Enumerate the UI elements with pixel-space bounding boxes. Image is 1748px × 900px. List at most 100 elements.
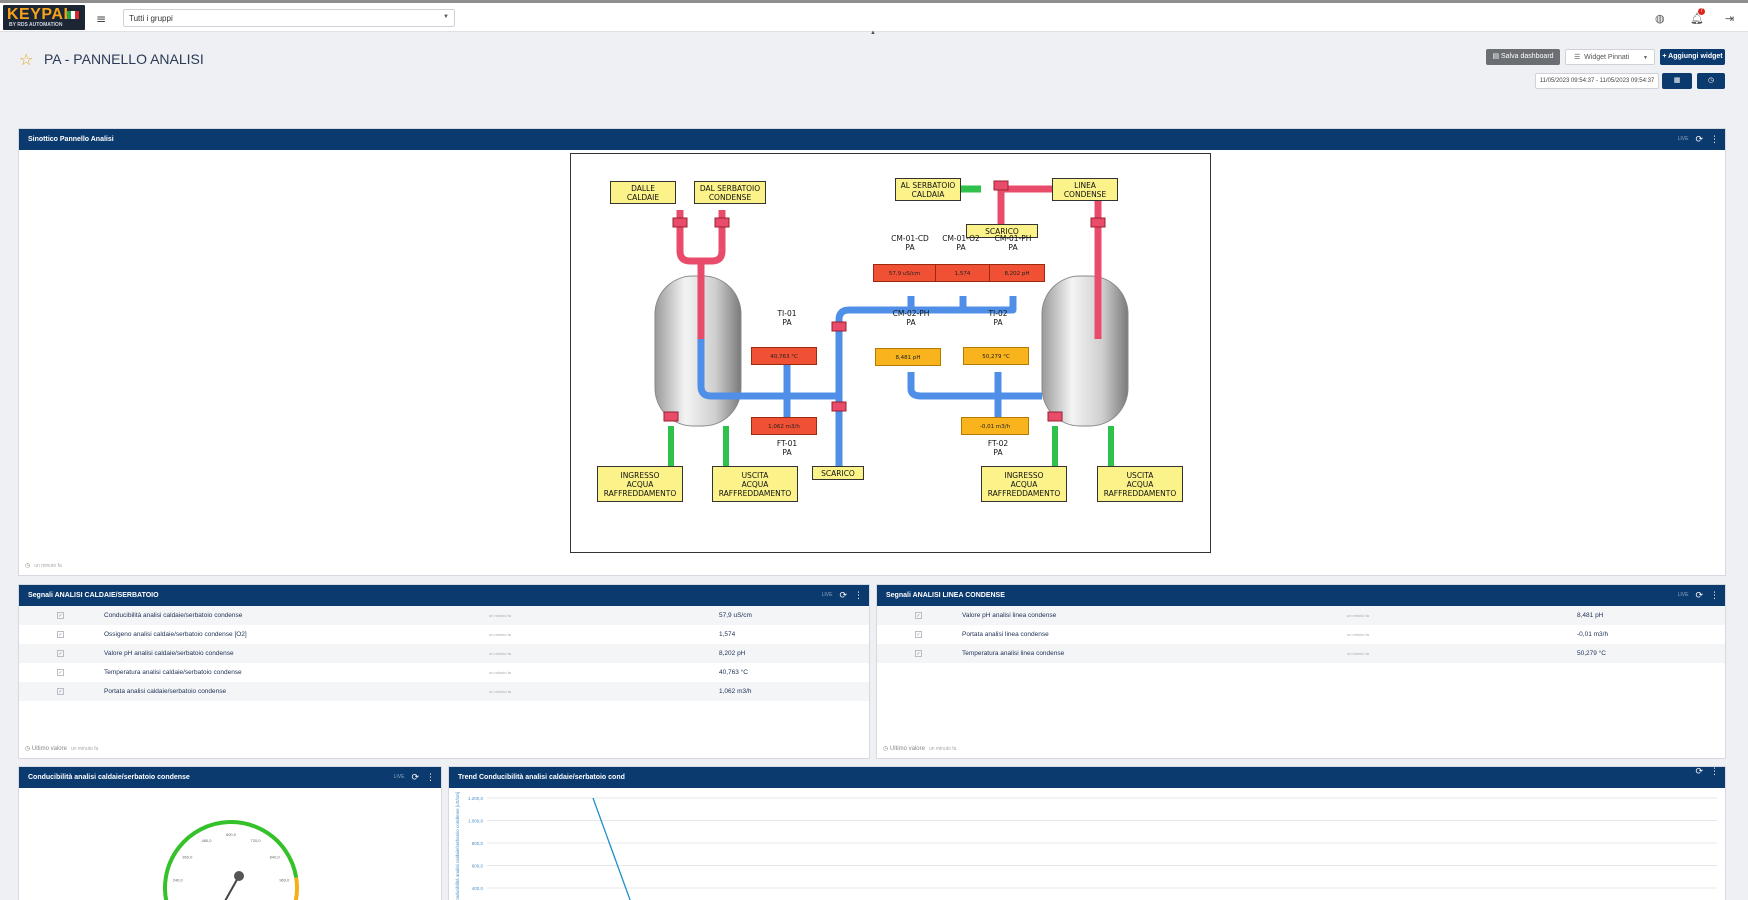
table-row[interactable]: ✓Temperatura analisi caldaie/serbatoio c… <box>19 663 869 682</box>
signal-name: Valore pH analisi linea condense <box>962 612 1057 619</box>
synoptic-panel-header: Sinottico Pannello Analisi LIVE ⟳ ⋮ <box>19 129 1725 150</box>
calendar-icon: ▦ <box>1673 77 1681 84</box>
trend-header: Trend Conducibilità analisi caldaie/serb… <box>449 767 1725 788</box>
globe-icon[interactable]: ◍ <box>1655 12 1665 25</box>
signal-time: un minuto fa <box>489 670 512 675</box>
refresh-icon[interactable]: ⟳ <box>1695 767 1703 777</box>
signals-condense-header: Segnali ANALISI LINEA CONDENSE LIVE ⟳ ⋮ <box>877 585 1725 606</box>
signal-name: Valore pH analisi caldaie/serbatoio cond… <box>104 650 234 657</box>
y-axis-label: Conducibilità analisi caldaie/serbatoio … <box>455 792 460 900</box>
add-widget-label: Aggiungi widget <box>1668 53 1723 60</box>
synoptic-footer: ◷un minuto fa <box>25 562 62 569</box>
signals-boiler-table: ✓ Conducibilità analisi caldaie/serbatoio… <box>19 606 869 701</box>
collapse-toggle-icon[interactable]: ▲ <box>870 30 876 36</box>
refresh-icon[interactable]: ⟳ <box>839 590 847 601</box>
signals-boiler-title: Segnali ANALISI CALDAIE/SERBATOIO <box>28 592 159 599</box>
checkbox[interactable]: ✓ <box>915 650 922 657</box>
refresh-icon[interactable]: ⟳ <box>411 772 419 783</box>
signal-time: un minuto fa <box>489 632 512 637</box>
live-indicator: LIVE <box>1677 136 1689 142</box>
table-row[interactable]: ✓ Ossigeno analisi caldaie/serbatoio cond… <box>19 625 869 644</box>
add-widget-button[interactable]: + Aggiungi widget <box>1660 49 1725 65</box>
refresh-icon[interactable]: ⟳ <box>1695 134 1703 145</box>
signal-value: 8,202 pH <box>719 650 746 657</box>
value-ft02: -0,01 m3/h <box>961 417 1029 435</box>
checkbox[interactable]: ✓ <box>57 688 64 695</box>
table-row[interactable]: ✓ Conducibilità analisi caldaie/serbatoio… <box>19 606 869 625</box>
more-vertical-icon[interactable]: ⋮ <box>1710 134 1719 145</box>
clock-icon: ◷ <box>883 746 889 752</box>
signal-time: un minuto fa <box>489 651 512 656</box>
table-row[interactable]: ✓ Valore pH analisi caldaie/serbatoio con… <box>19 644 869 663</box>
date-range-field[interactable]: 11/05/2023 09:54:37 - 11/05/2023 09:54:3… <box>1535 73 1659 89</box>
live-indicator: LIVE <box>821 592 833 598</box>
checkbox[interactable]: ✓ <box>57 669 64 676</box>
table-row[interactable]: ✓ Valore pH analisi linea condense un minu… <box>877 606 1725 625</box>
gauge-arc-amber <box>293 877 299 900</box>
signal-value: 8,481 pH <box>1577 612 1604 619</box>
signal-name: Ossigeno analisi caldaie/serbatoio conde… <box>104 631 247 638</box>
bell-icon[interactable]: 🔔︎ <box>1690 12 1704 25</box>
checkbox[interactable]: ✓ <box>57 650 64 657</box>
checkbox[interactable]: ✓ <box>915 612 922 619</box>
table-row[interactable]: ✓Portata analisi caldaie/serbatoio conde… <box>19 682 869 701</box>
value-cm01o2: 1,574 <box>935 264 990 282</box>
gauge-tick-label: 360,0 <box>182 854 193 859</box>
checkbox[interactable]: ✓ <box>57 631 64 638</box>
checkbox[interactable]: ✓ <box>915 631 922 638</box>
last-value-label: Ultimo valore <box>889 746 925 752</box>
widget-select[interactable]: ☰ Widget Pinnati▼ <box>1565 49 1655 65</box>
gauge-panel: Conducibilità analisi caldaie/serbatoio … <box>18 766 442 900</box>
more-vertical-icon[interactable]: ⋮ <box>1710 590 1719 601</box>
signal-value: 57,9 uS/cm <box>719 612 752 619</box>
signals-condense-title: Segnali ANALISI LINEA CONDENSE <box>886 592 1005 599</box>
favorite-star-icon[interactable]: ☆ <box>19 50 34 69</box>
value-ft01: 1,062 m3/h <box>751 417 817 435</box>
y-tick-label: 1.000,0 <box>468 819 484 824</box>
gauge-chart: 0,0120,0240,0360,0480,0600,0720,0840,096… <box>163 820 299 900</box>
group-select[interactable]: Tutti i gruppi ▼ <box>123 9 455 27</box>
signal-time: un minuto fa <box>1347 651 1370 656</box>
calendar-button[interactable]: ▦ <box>1662 73 1692 89</box>
more-vertical-icon[interactable]: ⋮ <box>854 590 863 601</box>
live-indicator: LIVE <box>1677 592 1689 598</box>
signal-time: un minuto fa <box>1347 613 1370 618</box>
checkbox[interactable]: ✓ <box>57 612 64 619</box>
logo-text: KEYPAL <box>7 6 74 23</box>
group-select-value: Tutti i gruppi <box>129 14 173 23</box>
table-row[interactable]: ✓ Portata analisi linea condense un minuto… <box>877 625 1725 644</box>
signal-name: Conducibilità analisi caldaie/serbatoio … <box>104 612 243 619</box>
signal-time: un minuto fa <box>1347 632 1370 637</box>
trend-title: Trend Conducibilità analisi caldaie/serb… <box>458 774 625 781</box>
more-vertical-icon[interactable]: ⋮ <box>1710 767 1719 777</box>
chevron-down-icon: ▼ <box>1643 55 1648 61</box>
trend-panel: Trend Conducibilità analisi caldaie/serb… <box>448 766 1726 900</box>
value-cm02ph: 8,481 pH <box>875 348 941 366</box>
synoptic-panel-title: Sinottico Pannello Analisi <box>28 136 114 143</box>
menu-icon[interactable]: ≡ <box>96 12 107 26</box>
signal-name: Portata analisi linea condense <box>962 631 1049 638</box>
refresh-icon[interactable]: ⟳ <box>1695 590 1703 601</box>
y-tick-label: 1.200,0 <box>468 796 484 801</box>
more-vertical-icon[interactable]: ⋮ <box>426 772 435 783</box>
save-dashboard-button[interactable]: ▤ Salva dashboard <box>1486 49 1560 65</box>
tag-scarico-mid: SCARICO <box>812 466 864 480</box>
app-logo[interactable]: KEYPAL BY RDS AUTOMATION <box>3 5 85 30</box>
logout-icon[interactable]: ⇥ <box>1725 12 1735 25</box>
gauge-needle <box>224 875 240 900</box>
y-tick-label: 400,0 <box>472 886 484 891</box>
realtime-button[interactable]: ◷ <box>1697 73 1725 89</box>
clock-icon: ◷ <box>25 563 31 569</box>
y-tick-label: 600,0 <box>472 864 484 869</box>
